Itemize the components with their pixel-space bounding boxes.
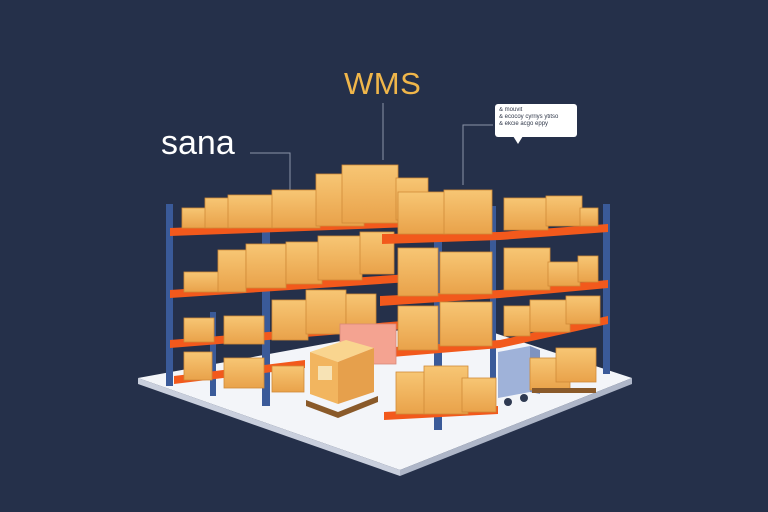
cardboard-box: [503, 197, 549, 231]
wms-label: WMS: [344, 66, 422, 101]
cardboard-box: [227, 194, 275, 229]
cardboard-box: [547, 261, 581, 287]
box-group-floor-right: [529, 347, 597, 393]
pallet: [306, 340, 378, 418]
cardboard-box: [397, 305, 439, 351]
cardboard-box: [305, 289, 347, 335]
cardboard-box: [545, 195, 583, 227]
cardboard-box: [245, 243, 287, 289]
warehouse-floor-edge-right: [400, 378, 632, 476]
callout-line: & ekcie acgo eppy: [499, 121, 549, 127]
shelf-beam: [500, 280, 608, 298]
callout-line: & ecocoy cyrriys ytitso: [499, 114, 559, 120]
cardboard-box: [579, 207, 599, 227]
cardboard-box: [217, 249, 247, 293]
cardboard-box: [271, 189, 321, 229]
callout-line: & mouvit: [499, 107, 523, 113]
cardboard-box: [271, 365, 305, 393]
cardboard-box: [503, 305, 531, 337]
box-group-low-left: [183, 289, 377, 393]
shelf-beam: [382, 232, 500, 244]
callout-connector-line: [462, 124, 493, 185]
warehouse-floor-edge: [138, 378, 400, 476]
speech-bubble-icon: & mouvit & ecocoy cyrriys ytitso & ekcie…: [495, 104, 577, 137]
cardboard-box: [223, 357, 265, 389]
front-box-top: [310, 340, 374, 362]
box-group-middle: [395, 189, 497, 415]
sana-connector-line: [250, 152, 291, 190]
cardboard-box: [423, 365, 469, 415]
cardboard-box: [397, 191, 447, 235]
cardboard-box: [443, 189, 493, 235]
cardboard-box: [555, 347, 597, 383]
cardboard-box: [183, 271, 221, 293]
box-group-mid-left: [183, 231, 395, 293]
cardboard-box: [183, 317, 215, 343]
cardboard-box: [223, 315, 265, 345]
rack-upright: [262, 196, 270, 406]
cardboard-box: [503, 247, 551, 291]
rack-upright: [490, 206, 496, 396]
cardboard-box: [565, 295, 601, 325]
cardboard-box: [317, 235, 363, 281]
cardboard-box: [529, 299, 571, 333]
box-group-right: [503, 195, 601, 337]
front-box-right: [338, 348, 374, 404]
box-group-top-left: [181, 164, 429, 229]
cardboard-box: [285, 241, 323, 285]
cardboard-box: [397, 247, 439, 297]
rack-upright: [603, 204, 610, 374]
cardboard-box: [204, 197, 232, 229]
speech-bubble-tail: [513, 136, 523, 144]
cardboard-box: [341, 164, 399, 224]
rack-upright: [166, 204, 173, 386]
pallet-base: [306, 396, 378, 418]
cardboard-box: [271, 299, 309, 341]
sana-label: sana: [161, 124, 235, 162]
shelf-beam: [500, 224, 608, 240]
pallet-base: [532, 388, 596, 393]
cardboard-box: [577, 255, 599, 283]
box-label: [318, 366, 332, 380]
cardboard-box: [461, 377, 497, 413]
rack-upright: [210, 312, 216, 396]
cardboard-box: [439, 301, 493, 347]
cardboard-box: [439, 251, 493, 295]
cardboard-box: [183, 351, 213, 381]
